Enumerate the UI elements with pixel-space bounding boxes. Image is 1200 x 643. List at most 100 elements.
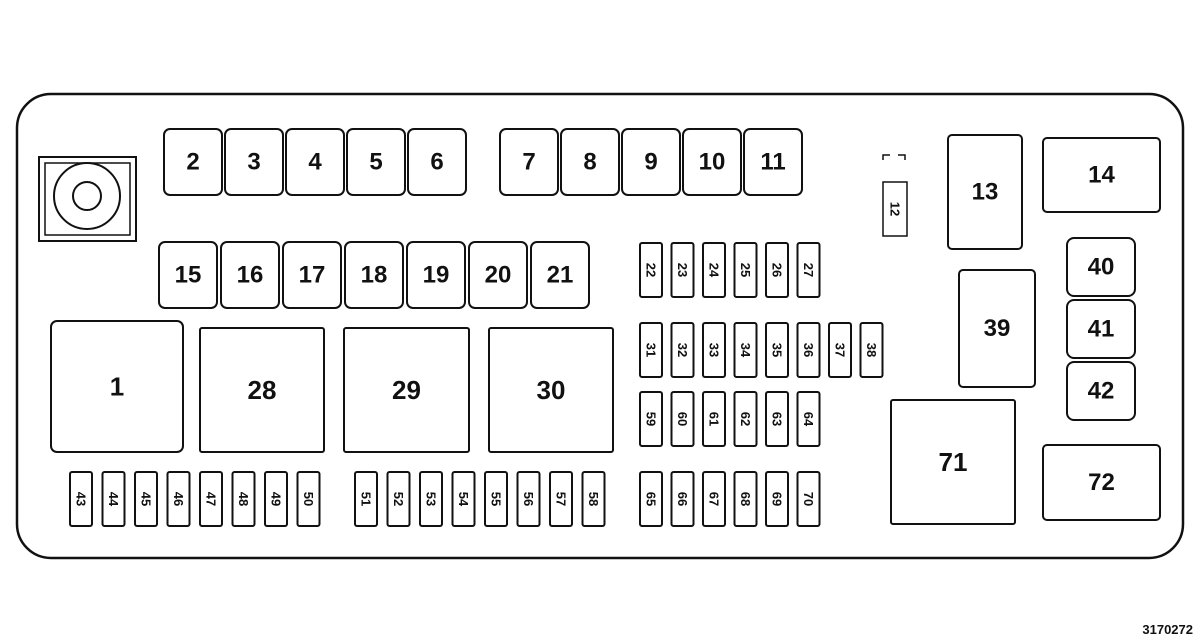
mini-fuse-50: 50 (296, 471, 321, 527)
mini-fuse-60: 60 (670, 391, 695, 447)
mini-fuse-67-label: 67 (707, 492, 722, 506)
relay-71: 71 (890, 399, 1016, 525)
mini-fuse-49: 49 (264, 471, 288, 527)
mini-fuse-57: 57 (549, 471, 573, 527)
mini-fuse-31-label: 31 (644, 343, 659, 357)
mini-fuse-50-label: 50 (301, 492, 316, 506)
fuse-6-label: 6 (430, 149, 443, 176)
fuse-41-label: 41 (1088, 316, 1115, 343)
mini-fuse-27: 27 (796, 242, 821, 298)
mini-fuse-47: 47 (199, 471, 223, 527)
mini-fuse-55: 55 (484, 471, 508, 527)
mini-fuse-34: 34 (733, 322, 758, 378)
mini-fuse-23-label: 23 (675, 263, 690, 277)
fuse-7: 7 (499, 128, 559, 196)
fuse-7-label: 7 (522, 149, 535, 176)
mini-fuse-54-label: 54 (456, 492, 471, 507)
mini-fuse-66-label: 66 (675, 492, 690, 506)
mini-fuse-36-label: 36 (801, 343, 816, 357)
mini-fuse-68-label: 68 (738, 492, 753, 506)
fuse-9-label: 9 (644, 149, 657, 176)
mini-fuse-46: 46 (166, 471, 191, 527)
fuse-18: 18 (344, 241, 404, 309)
relay-29-label: 29 (392, 375, 421, 405)
mini-fuse-61: 61 (702, 391, 726, 447)
fuse-21-label: 21 (547, 262, 574, 289)
mini-fuse-70: 70 (796, 471, 821, 527)
mini-fuse-63: 63 (765, 391, 789, 447)
relay-39-label: 39 (984, 315, 1011, 342)
mini-fuse-69-label: 69 (770, 492, 785, 506)
mini-fuse-22: 22 (639, 242, 663, 298)
fuse-19: 19 (406, 241, 466, 309)
mini-fuse-46-label: 46 (171, 492, 186, 506)
mini-fuse-37: 37 (828, 322, 852, 378)
mini-fuse-52-label: 52 (391, 492, 406, 506)
fuse-3-label: 3 (247, 149, 260, 176)
mini-fuse-54: 54 (451, 471, 476, 527)
fuse-15-label: 15 (175, 262, 202, 289)
mini-fuse-26-label: 26 (770, 263, 785, 277)
mini-fuse-64-label: 64 (801, 412, 816, 427)
bolt-terminal-icon (38, 156, 137, 242)
fuse-8: 8 (560, 128, 620, 196)
relay-1-label: 1 (110, 372, 124, 402)
fuse-19-label: 19 (423, 262, 450, 289)
mini-fuse-37-label: 37 (833, 343, 848, 357)
fuse-11-label: 11 (760, 149, 785, 176)
fuse-5-label: 5 (369, 149, 382, 176)
fuse-42-label: 42 (1088, 378, 1115, 405)
fuse-2-label: 2 (186, 149, 199, 176)
fuse-4-label: 4 (308, 149, 322, 176)
mini-fuse-68: 68 (733, 471, 758, 527)
mini-fuse-58-label: 58 (586, 492, 601, 506)
mini-fuse-43-label: 43 (74, 492, 89, 506)
mini-fuse-22-label: 22 (644, 263, 659, 277)
relay-72-label: 72 (1088, 469, 1115, 496)
fuse-8-label: 8 (583, 149, 596, 176)
mini-fuse-59: 59 (639, 391, 663, 447)
mini-fuse-36: 36 (796, 322, 821, 378)
mini-fuse-47-label: 47 (204, 492, 219, 506)
mini-fuse-65: 65 (639, 471, 663, 527)
mini-fuse-67: 67 (702, 471, 726, 527)
fuse-21: 21 (530, 241, 590, 309)
mini-fuse-43: 43 (69, 471, 93, 527)
fuse-41: 41 (1066, 299, 1136, 359)
fuse-2: 2 (163, 128, 223, 196)
mini-fuse-24: 24 (702, 242, 726, 298)
fuse-42: 42 (1066, 361, 1136, 421)
mini-fuse-56: 56 (516, 471, 541, 527)
mini-fuse-26: 26 (765, 242, 789, 298)
mini-fuse-45-label: 45 (139, 492, 154, 506)
mini-fuse-27-label: 27 (801, 263, 816, 277)
mini-fuse-33: 33 (702, 322, 726, 378)
mini-fuse-25-label: 25 (738, 263, 753, 277)
fuse-12-slot (882, 154, 908, 237)
mini-fuse-53: 53 (419, 471, 443, 527)
mini-fuse-33-label: 33 (707, 343, 722, 357)
mini-fuse-55-label: 55 (489, 492, 504, 506)
mini-fuse-35: 35 (765, 322, 789, 378)
fuse-40-label: 40 (1088, 254, 1115, 281)
mini-fuse-25: 25 (733, 242, 758, 298)
fuse-10: 10 (682, 128, 742, 196)
mini-fuse-49-label: 49 (269, 492, 284, 506)
mini-fuse-35-label: 35 (770, 343, 785, 357)
relay-28: 28 (199, 327, 325, 453)
relay-30-label: 30 (537, 375, 566, 405)
fuse-20: 20 (468, 241, 528, 309)
mini-fuse-24-label: 24 (707, 263, 722, 278)
mini-fuse-32-label: 32 (675, 343, 690, 357)
mini-fuse-53-label: 53 (424, 492, 439, 506)
mini-fuse-65-label: 65 (644, 492, 659, 506)
relay-39: 39 (958, 269, 1036, 388)
figure-code: 3170272 (1142, 622, 1193, 637)
mini-fuse-64: 64 (796, 391, 821, 447)
mini-fuse-38-label: 38 (864, 343, 879, 357)
mini-fuse-44: 44 (101, 471, 126, 527)
fuse-9: 9 (621, 128, 681, 196)
fuse-10-label: 10 (699, 149, 726, 176)
mini-fuse-62: 62 (733, 391, 758, 447)
